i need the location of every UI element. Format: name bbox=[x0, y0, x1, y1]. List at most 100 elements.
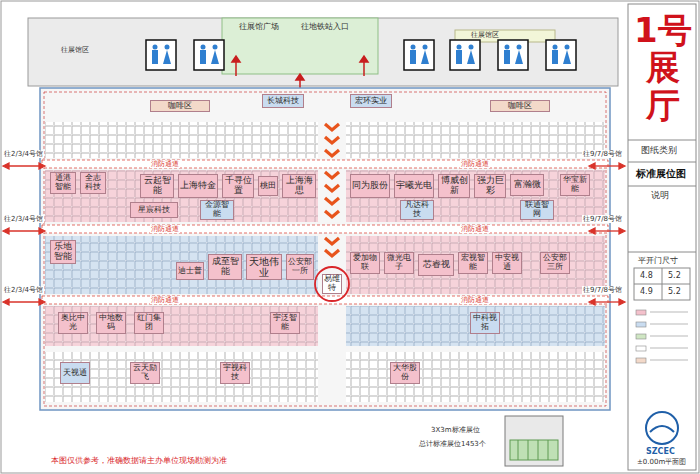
hall-title: 1号展厅 bbox=[634, 12, 692, 124]
booth-name: 上海特金 bbox=[180, 181, 216, 191]
booth-box: 爱加物联 bbox=[350, 252, 380, 274]
booth-box: 千寻位置 bbox=[222, 174, 254, 198]
plan-label: 消防通道 bbox=[150, 225, 180, 233]
booth-box: 同为股份 bbox=[350, 174, 390, 198]
plan-label: 消防通道 bbox=[460, 160, 490, 168]
plan-label: 图纸类别 bbox=[640, 145, 678, 155]
booth-box: 大华股份 bbox=[390, 362, 420, 384]
booth-name: 金源智能 bbox=[202, 201, 232, 219]
booth-box: 成至智能 bbox=[208, 254, 242, 280]
booth-name: 天视通 bbox=[63, 369, 87, 378]
booth-box: 上海特金 bbox=[178, 174, 218, 198]
booth-box: 通港智能 bbox=[50, 172, 76, 194]
plan-label: 5.2 bbox=[667, 287, 682, 296]
booth-box: 天视通 bbox=[60, 362, 90, 384]
booth-name: 天地伟业 bbox=[248, 256, 280, 278]
booth-box: 宇视科技 bbox=[220, 362, 250, 384]
plan-label: 消防通道 bbox=[460, 296, 490, 304]
booth-name: 乐地智能 bbox=[52, 242, 74, 262]
booth-name: 上海海思 bbox=[284, 176, 314, 196]
booth-name: 宇泛智能 bbox=[272, 314, 298, 332]
booth-name: 长城科技 bbox=[267, 97, 299, 106]
booth-box: 咖啡区 bbox=[150, 100, 210, 112]
booth-box: 凡达科技 bbox=[400, 200, 434, 220]
booth-name: 华宝新能 bbox=[562, 176, 588, 194]
booth-name: 强力巨彩 bbox=[476, 176, 504, 196]
booth-box: 奥比中光 bbox=[58, 312, 88, 334]
plan-label: 4.9 bbox=[639, 287, 654, 296]
booth-box: 天地伟业 bbox=[246, 254, 282, 280]
booth-box: 宏环实业 bbox=[350, 94, 392, 108]
plan-label: 本图仅供参考，准确数据请主办单位现场勘测为准 bbox=[50, 456, 228, 465]
booth-name: 易维特 bbox=[324, 275, 340, 293]
plan-label: 往9/7/8号馆 bbox=[582, 215, 623, 223]
plan-label: 平开门尺寸 bbox=[637, 256, 679, 265]
booth-name: 爱加物联 bbox=[352, 254, 378, 272]
booth-name: 通港智能 bbox=[52, 174, 74, 192]
plan-label: 3X3m标准展位 bbox=[430, 426, 481, 434]
booth-box: 桃田 bbox=[258, 176, 278, 196]
plan-label: 说明 bbox=[650, 190, 670, 200]
booth-box: 华宝新能 bbox=[560, 174, 590, 196]
booth-name: 大华股份 bbox=[392, 364, 418, 382]
booth-name: 奥比中光 bbox=[60, 314, 86, 332]
booth-name: 中地数码 bbox=[98, 314, 124, 332]
booth-box: 全志科技 bbox=[80, 172, 106, 194]
plan-label: 往地铁站入口 bbox=[300, 22, 350, 31]
booth-name: 富瀚微 bbox=[514, 180, 541, 190]
booth-box: 上海海思 bbox=[282, 174, 316, 198]
booth-name: 星宸科技 bbox=[138, 206, 170, 215]
booth-box: 博威创新 bbox=[438, 174, 470, 198]
booth-box: 云天励飞 bbox=[130, 362, 160, 384]
plan-label: 往展馆区 bbox=[470, 31, 500, 39]
booth-name: 宏环实业 bbox=[355, 97, 387, 106]
booth-box: 易维特 bbox=[322, 274, 342, 294]
booth-box: 联通智网 bbox=[520, 200, 554, 220]
booth-box: 中安视通 bbox=[492, 252, 522, 274]
booth-name: 微光电子 bbox=[386, 254, 412, 272]
booth-name: 千寻位置 bbox=[224, 176, 252, 196]
plan-label: 往2/3/4号馆 bbox=[3, 150, 44, 158]
booth-box: 宏视智能 bbox=[458, 252, 488, 274]
booth-name: 桃田 bbox=[260, 182, 276, 191]
booth-name: 公安部一所 bbox=[288, 258, 312, 276]
booth-name: 中科视拓 bbox=[472, 314, 498, 332]
booth-name: 公安部三所 bbox=[542, 254, 568, 272]
plan-label: 消防通道 bbox=[150, 296, 180, 304]
booth-name: 云天励飞 bbox=[132, 364, 158, 382]
plan-label: 总计标准展位1453个 bbox=[418, 440, 487, 448]
plan-label: 往展馆广场 bbox=[238, 22, 280, 31]
booth-name: 芯睿视 bbox=[423, 260, 450, 270]
booth-name: 成至智能 bbox=[210, 257, 240, 277]
booth-box: 金源智能 bbox=[200, 200, 234, 220]
booth-box: 富瀚微 bbox=[510, 174, 544, 196]
booth-box: 中地数码 bbox=[96, 312, 126, 334]
plan-label: 往展馆区 bbox=[60, 46, 90, 54]
plan-label: 4.8 bbox=[639, 271, 654, 280]
booth-box: 乐地智能 bbox=[50, 240, 76, 264]
booth-box: 咖啡区 bbox=[490, 100, 550, 112]
booth-name: 红门集团 bbox=[136, 314, 162, 332]
booth-box: 中科视拓 bbox=[470, 312, 500, 334]
booth-name: 云起智能 bbox=[142, 176, 172, 196]
booth-box: 芯睿视 bbox=[418, 254, 454, 276]
booth-name: 宏视智能 bbox=[460, 254, 486, 272]
booth-box: 公安部一所 bbox=[286, 254, 314, 280]
booth-box: 长城科技 bbox=[262, 94, 304, 108]
plan-label: ±0.00m平面图 bbox=[636, 458, 687, 466]
booth-box: 红门集团 bbox=[134, 312, 164, 334]
plan-label: 往9/7/8号馆 bbox=[582, 150, 623, 158]
booth-box: 强力巨彩 bbox=[474, 174, 506, 198]
booth-name: 咖啡区 bbox=[508, 102, 532, 111]
plan-label: 往9/7/8号馆 bbox=[582, 286, 623, 294]
plan-label: 消防通道 bbox=[460, 225, 490, 233]
booth-name: 中安视通 bbox=[494, 254, 520, 272]
booth-box: 星宸科技 bbox=[130, 202, 178, 218]
booth-name: 同为股份 bbox=[352, 181, 388, 191]
booth-box: 微光电子 bbox=[384, 252, 414, 274]
plan-label: SZCEC bbox=[645, 447, 676, 456]
booth-box: 宇泛智能 bbox=[270, 312, 300, 334]
plan-label: 5.2 bbox=[667, 271, 682, 280]
plan-label: 往2/3/4号馆 bbox=[3, 286, 44, 294]
